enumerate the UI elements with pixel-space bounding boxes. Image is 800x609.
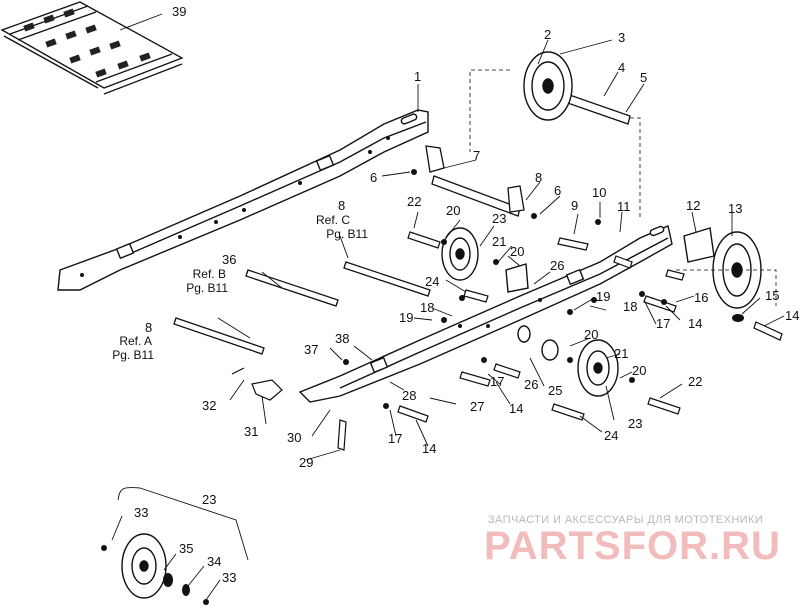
callout-22a: 22 [407,194,421,209]
callout-31: 31 [244,424,258,439]
callout-27: 27 [470,399,484,414]
callout-12: 12 [686,198,700,213]
callout-17a: 17 [656,316,670,331]
callout-28: 28 [402,388,416,403]
callout-25: 25 [548,383,562,398]
left-rail [57,109,429,291]
callout-38: 38 [335,331,349,346]
callout-15: 15 [765,288,779,303]
reference-notes: Ref. C Pg. B11 Ref. B Pg. B11 Ref. A Pg.… [112,213,368,362]
callout-14a: 14 [785,308,799,323]
callout-4: 4 [618,60,625,75]
callout-17b: 17 [490,374,504,389]
callout-11: 11 [617,199,631,214]
callout-21b: 21 [614,346,628,361]
callout-19b: 19 [399,310,413,325]
callout-26a: 26 [550,258,564,273]
callout-8c: 8 [145,320,152,335]
callout-5: 5 [640,70,647,85]
track-illustration [0,1,184,95]
callout-39: 39 [172,4,186,19]
callout-32: 32 [202,398,216,413]
callout-20a: 20 [446,203,460,218]
ref-c-line1: Ref. C [316,213,350,227]
ref-b-line1: Ref. B [193,267,226,281]
callout-6a: 6 [370,170,377,185]
alignment-lines [469,69,777,306]
callout-23c: 23 [202,492,216,507]
callout-14d: 14 [422,441,436,456]
callout-23b: 23 [628,416,642,431]
leader-lines [111,13,785,601]
callout-16: 16 [694,290,708,305]
ref-b-line2: Pg. B11 [186,281,228,295]
callout-2: 2 [544,27,551,42]
callout-30: 30 [287,430,301,445]
callout-37: 37 [304,342,318,357]
ref-a-line2: Pg. B11 [112,348,154,362]
watermark-caption: ЗАПЧАСТИ И АКСЕССУАРЫ ДЛЯ МОТОТЕХНИКИ [488,514,764,526]
callout-8a: 8 [535,170,542,185]
callout-14b: 14 [688,316,702,331]
callout-33a: 33 [134,505,148,520]
callout-26b: 26 [524,377,538,392]
callout-18b: 18 [420,300,434,315]
callout-1: 1 [414,69,421,84]
ref-a-line1: Ref. A [119,334,152,348]
callout-14c: 14 [509,401,523,416]
callout-20b: 20 [510,244,524,259]
callout-19a: 19 [596,289,610,304]
callout-7: 7 [473,148,480,163]
callout-22b: 22 [688,374,702,389]
callout-10: 10 [592,185,606,200]
callout-35: 35 [179,541,193,556]
watermark-brand: PARTSFOR.RU [484,524,781,568]
callout-20d: 20 [632,363,646,378]
callout-29: 29 [299,455,313,470]
callout-8b: 8 [338,198,345,213]
hardware [101,169,783,605]
ref-c-line2: Pg. B11 [326,227,368,241]
callout-24a: 24 [425,274,439,289]
callout-18a: 18 [623,299,637,314]
callout-36: 36 [222,252,236,267]
callout-labels: 39 1 2 3 4 5 7 6 8 6 10 9 11 12 13 22 20… [134,4,799,585]
callout-3: 3 [618,30,625,45]
callout-23a: 23 [492,211,506,226]
callout-34: 34 [207,554,221,569]
callout-9: 9 [571,198,578,213]
callout-13: 13 [728,201,742,216]
callout-21a: 21 [492,234,506,249]
callout-24b: 24 [604,428,618,443]
wheels [121,51,762,599]
callout-33b: 33 [222,570,236,585]
callout-6b: 6 [554,183,561,198]
callout-17c: 17 [388,431,402,446]
callout-20c: 20 [584,327,598,342]
